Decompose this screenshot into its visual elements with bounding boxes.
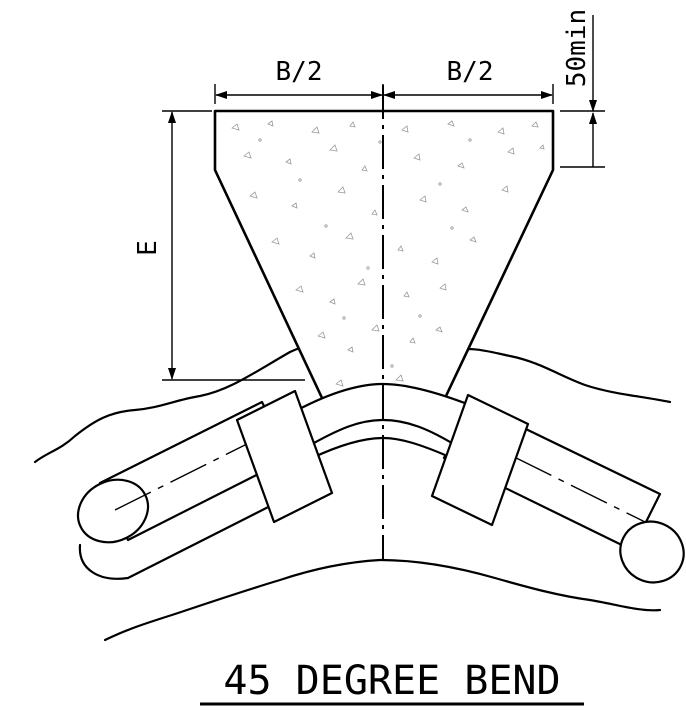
ground-line-upper bbox=[33, 344, 672, 464]
dim-label-half-width-right: B/2 bbox=[447, 57, 494, 87]
concrete-hatch bbox=[231, 120, 545, 401]
coupling-left bbox=[235, 389, 334, 524]
pipe-bend bbox=[288, 382, 472, 460]
ground-line-lower bbox=[103, 558, 662, 642]
dimension-width bbox=[214, 84, 554, 104]
drawing-title: 45 DEGREE BEND bbox=[223, 658, 560, 704]
dimension-depth bbox=[162, 110, 305, 381]
dimension-cover bbox=[560, 15, 605, 168]
dim-label-depth: E bbox=[133, 240, 163, 256]
dim-label-half-width-left: B/2 bbox=[276, 57, 323, 87]
coupling-right bbox=[430, 393, 530, 527]
dim-label-cover: 50min bbox=[562, 9, 592, 87]
